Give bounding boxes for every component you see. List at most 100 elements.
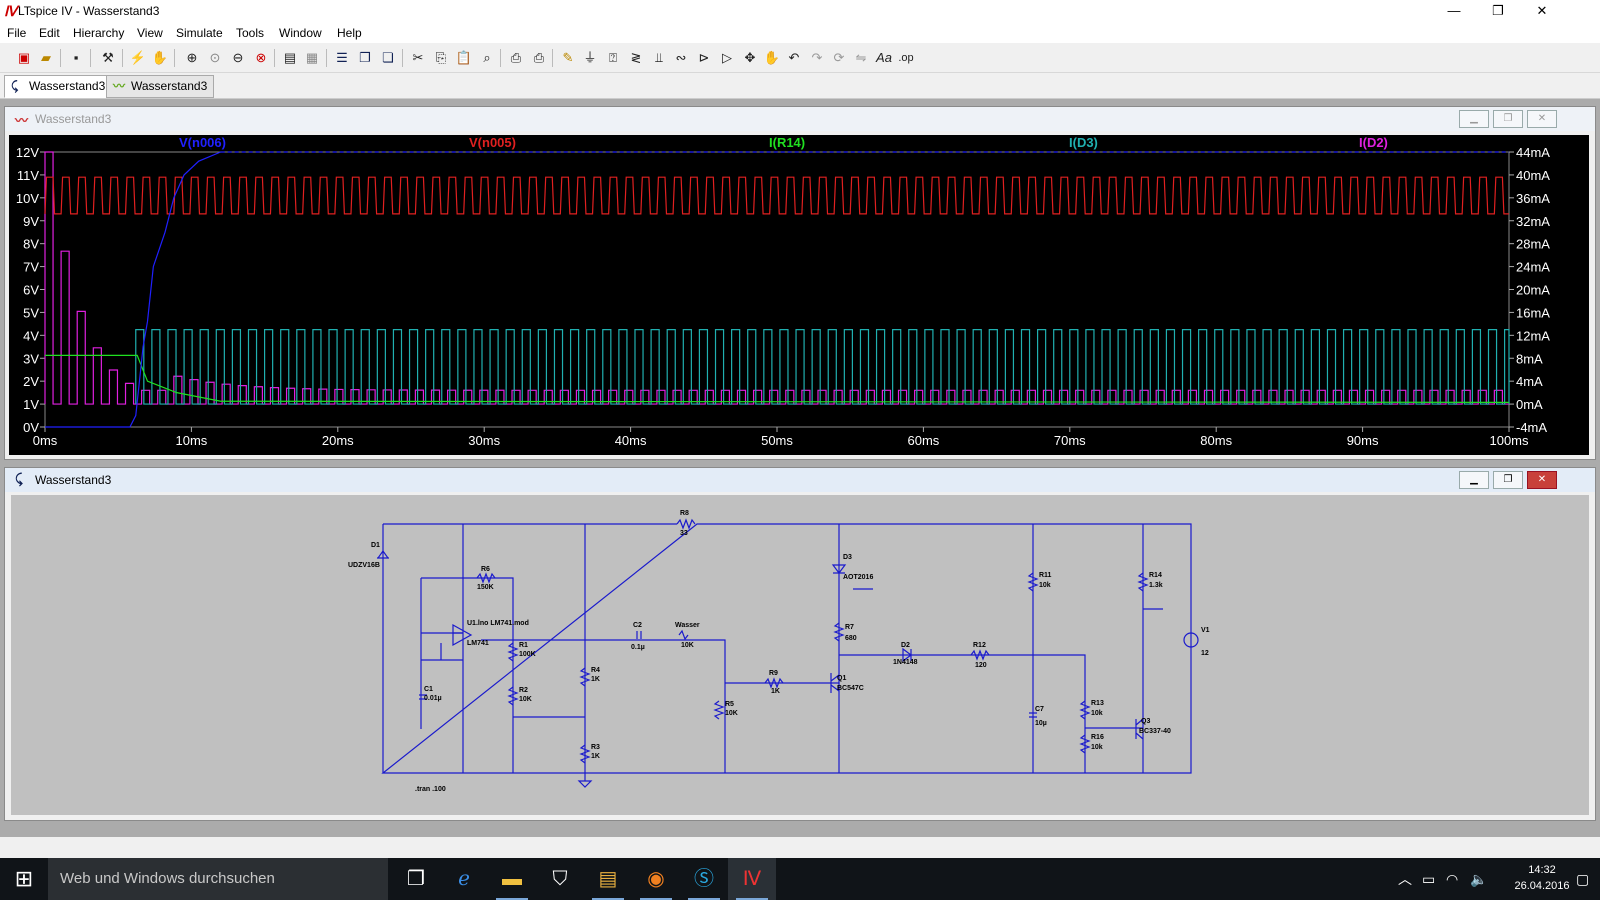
mirror-icon[interactable]: ⇋	[855, 50, 867, 65]
diode-icon[interactable]: ⊳	[698, 50, 710, 65]
pan-icon[interactable]: ⊙	[209, 50, 221, 65]
toolbar-separator	[122, 49, 123, 67]
label-C1: C1	[424, 686, 433, 693]
spice-directive-tran[interactable]: .tran .100	[415, 786, 446, 793]
series-line-V-n005	[44, 176, 1509, 215]
label-R14: R14	[1149, 572, 1162, 579]
menu-edit[interactable]: Edit	[39, 26, 60, 40]
resistor-symbols	[476, 518, 1149, 764]
zoom-full-icon[interactable]: ⊗	[255, 50, 267, 65]
drag-icon[interactable]: ✋	[763, 50, 781, 65]
menu-view[interactable]: View	[137, 26, 163, 40]
label-R5-value: 10K	[725, 710, 738, 717]
schematic-icon: ⤹	[11, 79, 19, 93]
y-right-tick-label: 32mA	[1516, 214, 1550, 229]
control-panel-icon[interactable]: ⚒	[102, 50, 114, 65]
clock-time: 14:32	[1528, 864, 1556, 876]
sticky-app-icon[interactable]: ▤	[584, 858, 632, 900]
move-icon[interactable]: ✥	[744, 50, 756, 65]
waveform-restore-button[interactable]: ❐	[1493, 110, 1523, 128]
waveform-plot[interactable]: 0V1V2V3V4V5V6V7V8V9V10V11V12V-4mA0mA4mA8…	[9, 135, 1589, 455]
label-R6: R6	[481, 566, 490, 573]
paste-icon[interactable]: 📋	[455, 50, 473, 65]
label-R11: R11	[1039, 572, 1052, 579]
wifi-icon[interactable]: ◠	[1446, 871, 1459, 887]
notifications-icon[interactable]: ▢	[1576, 871, 1590, 887]
menu-simulate[interactable]: Simulate	[176, 26, 223, 40]
volume-icon[interactable]: 🔈	[1470, 871, 1488, 887]
file-explorer-icon[interactable]: ▬	[488, 858, 536, 900]
spice-directive-icon[interactable]: .op	[898, 52, 914, 64]
resistor-icon[interactable]: ≷	[630, 50, 642, 65]
rotate-icon[interactable]: ⟳	[833, 50, 845, 65]
label-V1: V1	[1201, 627, 1210, 634]
clock[interactable]: 14:32 26.04.2016	[1512, 862, 1572, 894]
close-button[interactable]: ✕	[1536, 3, 1548, 18]
edge-icon[interactable]: ℯ	[458, 868, 470, 890]
search-input[interactable]: Web und Windows durchsuchen	[48, 858, 388, 900]
find-icon[interactable]: ⌕	[483, 50, 491, 65]
zoom-out-icon[interactable]: ⊖	[232, 50, 244, 65]
tile-vertical-icon[interactable]: ❏	[382, 50, 394, 65]
ground-icon[interactable]: ⏚	[583, 50, 597, 65]
label-C7-value: 10µ	[1035, 720, 1047, 727]
ltspice-taskbar-icon[interactable]: Ⅳ	[728, 858, 776, 900]
schematic-close-button[interactable]: ✕	[1527, 471, 1557, 489]
halt-icon[interactable]: ✋	[151, 50, 169, 65]
capacitor-icon[interactable]: ⫫	[655, 50, 663, 65]
save-icon[interactable]: ▪	[73, 50, 79, 65]
toolbar-separator	[60, 49, 61, 67]
label-D2: D2	[901, 642, 910, 649]
minimize-button[interactable]: —	[1447, 3, 1461, 18]
run-icon[interactable]: ⚡	[129, 50, 147, 65]
print-preview-icon[interactable]: ⎙	[510, 50, 522, 65]
waveform-minimize-button[interactable]: ▁	[1459, 110, 1489, 128]
menu-help[interactable]: Help	[337, 26, 362, 40]
schematic-canvas[interactable]: D1 UDZV16B R6 150K U1.lno LM741.mod LM74…	[11, 495, 1589, 815]
menu-tools[interactable]: Tools	[236, 26, 265, 40]
label-net-icon[interactable]: ⍰	[609, 50, 617, 65]
draw-wire-icon[interactable]: ✎	[562, 50, 574, 65]
tab-schematic[interactable]: ⤹ Wasserstand3	[4, 75, 113, 98]
tab-waveform[interactable]: 〰 Wasserstand3	[106, 75, 215, 98]
task-view-icon[interactable]: ❐	[407, 868, 425, 890]
label-R13: R13	[1091, 700, 1104, 707]
windows-start-icon[interactable]: ⊞	[14, 866, 34, 891]
store-icon[interactable]: ⛉	[552, 868, 568, 890]
menu-file[interactable]: File	[7, 26, 27, 40]
series-label-ir14: I(R14)	[769, 135, 805, 150]
waveform-close-button[interactable]: ✕	[1527, 110, 1557, 128]
tile-horizontal-icon[interactable]: ☰	[336, 50, 348, 65]
menu-hierarchy[interactable]: Hierarchy	[73, 26, 125, 40]
cascade-icon[interactable]: ❐	[359, 50, 371, 65]
redo-icon[interactable]: ↷	[811, 50, 823, 65]
component-icon[interactable]: ▷	[722, 50, 732, 65]
grid-icon[interactable]: ▦	[305, 50, 319, 65]
print-icon[interactable]: ⎙	[533, 50, 545, 65]
show-hidden-icons-icon[interactable]: ︿	[1398, 871, 1412, 887]
y-left-tick-label: 8V	[23, 237, 39, 252]
menu-window[interactable]: Window	[279, 26, 322, 40]
schematic-window-titlebar: ⤹ Wasserstand3 ▁ ❐ ✕	[5, 468, 1595, 492]
schematic-restore-button[interactable]: ❐	[1493, 471, 1523, 489]
cut-icon[interactable]: ✂	[412, 50, 424, 65]
y-left-tick-label: 4V	[23, 328, 39, 343]
autoscale-icon[interactable]: ▤	[283, 50, 297, 65]
schematic-minimize-button[interactable]: ▁	[1459, 471, 1489, 489]
firefox-icon[interactable]: ◉	[632, 858, 680, 900]
skype-icon[interactable]: Ⓢ	[680, 858, 728, 900]
y-right-tick-label: 0mA	[1516, 397, 1543, 412]
text-icon[interactable]: Aa	[876, 50, 892, 65]
restore-button[interactable]: ❐	[1492, 3, 1504, 18]
battery-icon[interactable]: ▭	[1422, 871, 1436, 887]
label-R8-value: 33	[680, 530, 688, 537]
zoom-in-icon[interactable]: ⊕	[186, 50, 198, 65]
open-icon[interactable]: ▰	[41, 50, 51, 65]
undo-icon[interactable]: ↶	[788, 50, 800, 65]
schematic-window: ⤹ Wasserstand3 ▁ ❐ ✕	[4, 467, 1596, 821]
new-schematic-icon[interactable]: ▣	[17, 50, 31, 65]
label-D3-value: AOT2016	[843, 574, 873, 581]
copy-icon[interactable]: ⎘	[435, 50, 447, 65]
inductor-icon[interactable]: ∾	[675, 50, 687, 65]
label-C1-value: 0.01µ	[424, 695, 442, 702]
